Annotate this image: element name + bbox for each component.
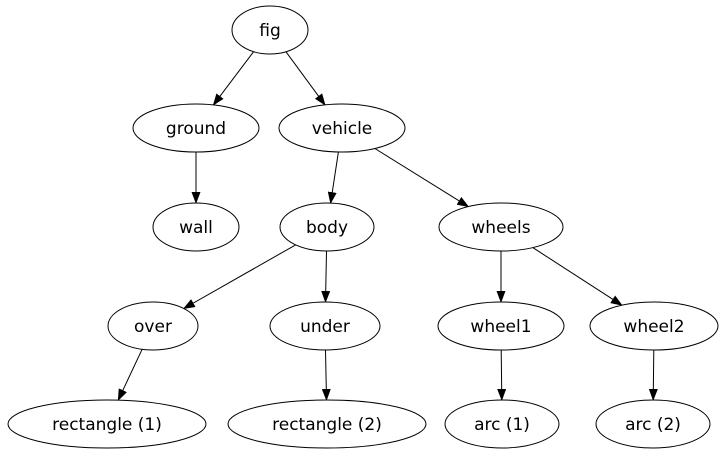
node-vehicle: vehicle bbox=[278, 103, 406, 153]
node-ellipse-over bbox=[107, 301, 199, 351]
node-label-over: over bbox=[134, 317, 172, 337]
node-rectangle1: rectangle (1) bbox=[7, 399, 207, 449]
node-rectangle2: rectangle (2) bbox=[227, 399, 427, 449]
node-label-wheel2: wheel2 bbox=[623, 317, 684, 337]
node-arc2: arc (2) bbox=[595, 399, 711, 449]
node-wheel1: wheel1 bbox=[437, 301, 565, 351]
node-label-rectangle2: rectangle (2) bbox=[272, 415, 382, 435]
edge-vehicle-wheels bbox=[374, 148, 470, 208]
edge-fig-vehicle bbox=[285, 51, 326, 106]
edge-under-rectangle2 bbox=[321, 349, 331, 401]
node-arc1: arc (1) bbox=[444, 399, 560, 449]
node-wheels: wheels bbox=[438, 202, 564, 252]
node-ellipse-vehicle bbox=[278, 103, 406, 153]
node-label-under: under bbox=[300, 317, 350, 337]
node-label-fig: fig bbox=[259, 21, 281, 41]
node-ellipse-rectangle2 bbox=[227, 399, 427, 449]
node-ellipse-rectangle1 bbox=[7, 399, 207, 449]
node-ellipse-ground bbox=[132, 103, 260, 153]
node-wheel2: wheel2 bbox=[589, 301, 719, 351]
edge-body-under bbox=[321, 250, 331, 303]
node-ellipse-body bbox=[279, 202, 375, 252]
node-label-ground: ground bbox=[166, 119, 226, 139]
node-label-wall: wall bbox=[179, 218, 213, 238]
edge-wheel2-arc2 bbox=[648, 349, 658, 401]
node-wall: wall bbox=[152, 202, 240, 252]
node-label-arc2: arc (2) bbox=[625, 415, 681, 435]
node-ellipse-under bbox=[269, 301, 381, 351]
edge-wheel1-arc1 bbox=[497, 349, 507, 401]
node-label-body: body bbox=[306, 218, 348, 238]
node-ellipse-arc2 bbox=[595, 399, 711, 449]
node-ellipse-wheel2 bbox=[589, 301, 719, 351]
edge-over-rectangle1 bbox=[117, 349, 143, 402]
node-ellipse-wheel1 bbox=[437, 301, 565, 351]
node-ellipse-wall bbox=[152, 202, 240, 252]
edge-fig-ground bbox=[212, 51, 254, 106]
node-ellipse-fig bbox=[231, 5, 309, 55]
node-label-rectangle1: rectangle (1) bbox=[52, 415, 162, 435]
edge-wheels-wheel2 bbox=[532, 247, 623, 306]
node-ellipse-arc1 bbox=[444, 399, 560, 449]
node-label-vehicle: vehicle bbox=[312, 119, 373, 139]
node-label-wheels: wheels bbox=[471, 218, 530, 238]
edge-vehicle-body bbox=[327, 151, 339, 205]
node-ground: ground bbox=[132, 103, 260, 153]
node-over: over bbox=[107, 301, 199, 351]
edge-body-over bbox=[182, 244, 296, 309]
node-under: under bbox=[269, 301, 381, 351]
node-ellipse-wheels bbox=[438, 202, 564, 252]
node-label-arc1: arc (1) bbox=[474, 415, 530, 435]
node-body: body bbox=[279, 202, 375, 252]
node-label-wheel1: wheel1 bbox=[470, 317, 531, 337]
node-fig: fig bbox=[231, 5, 309, 55]
